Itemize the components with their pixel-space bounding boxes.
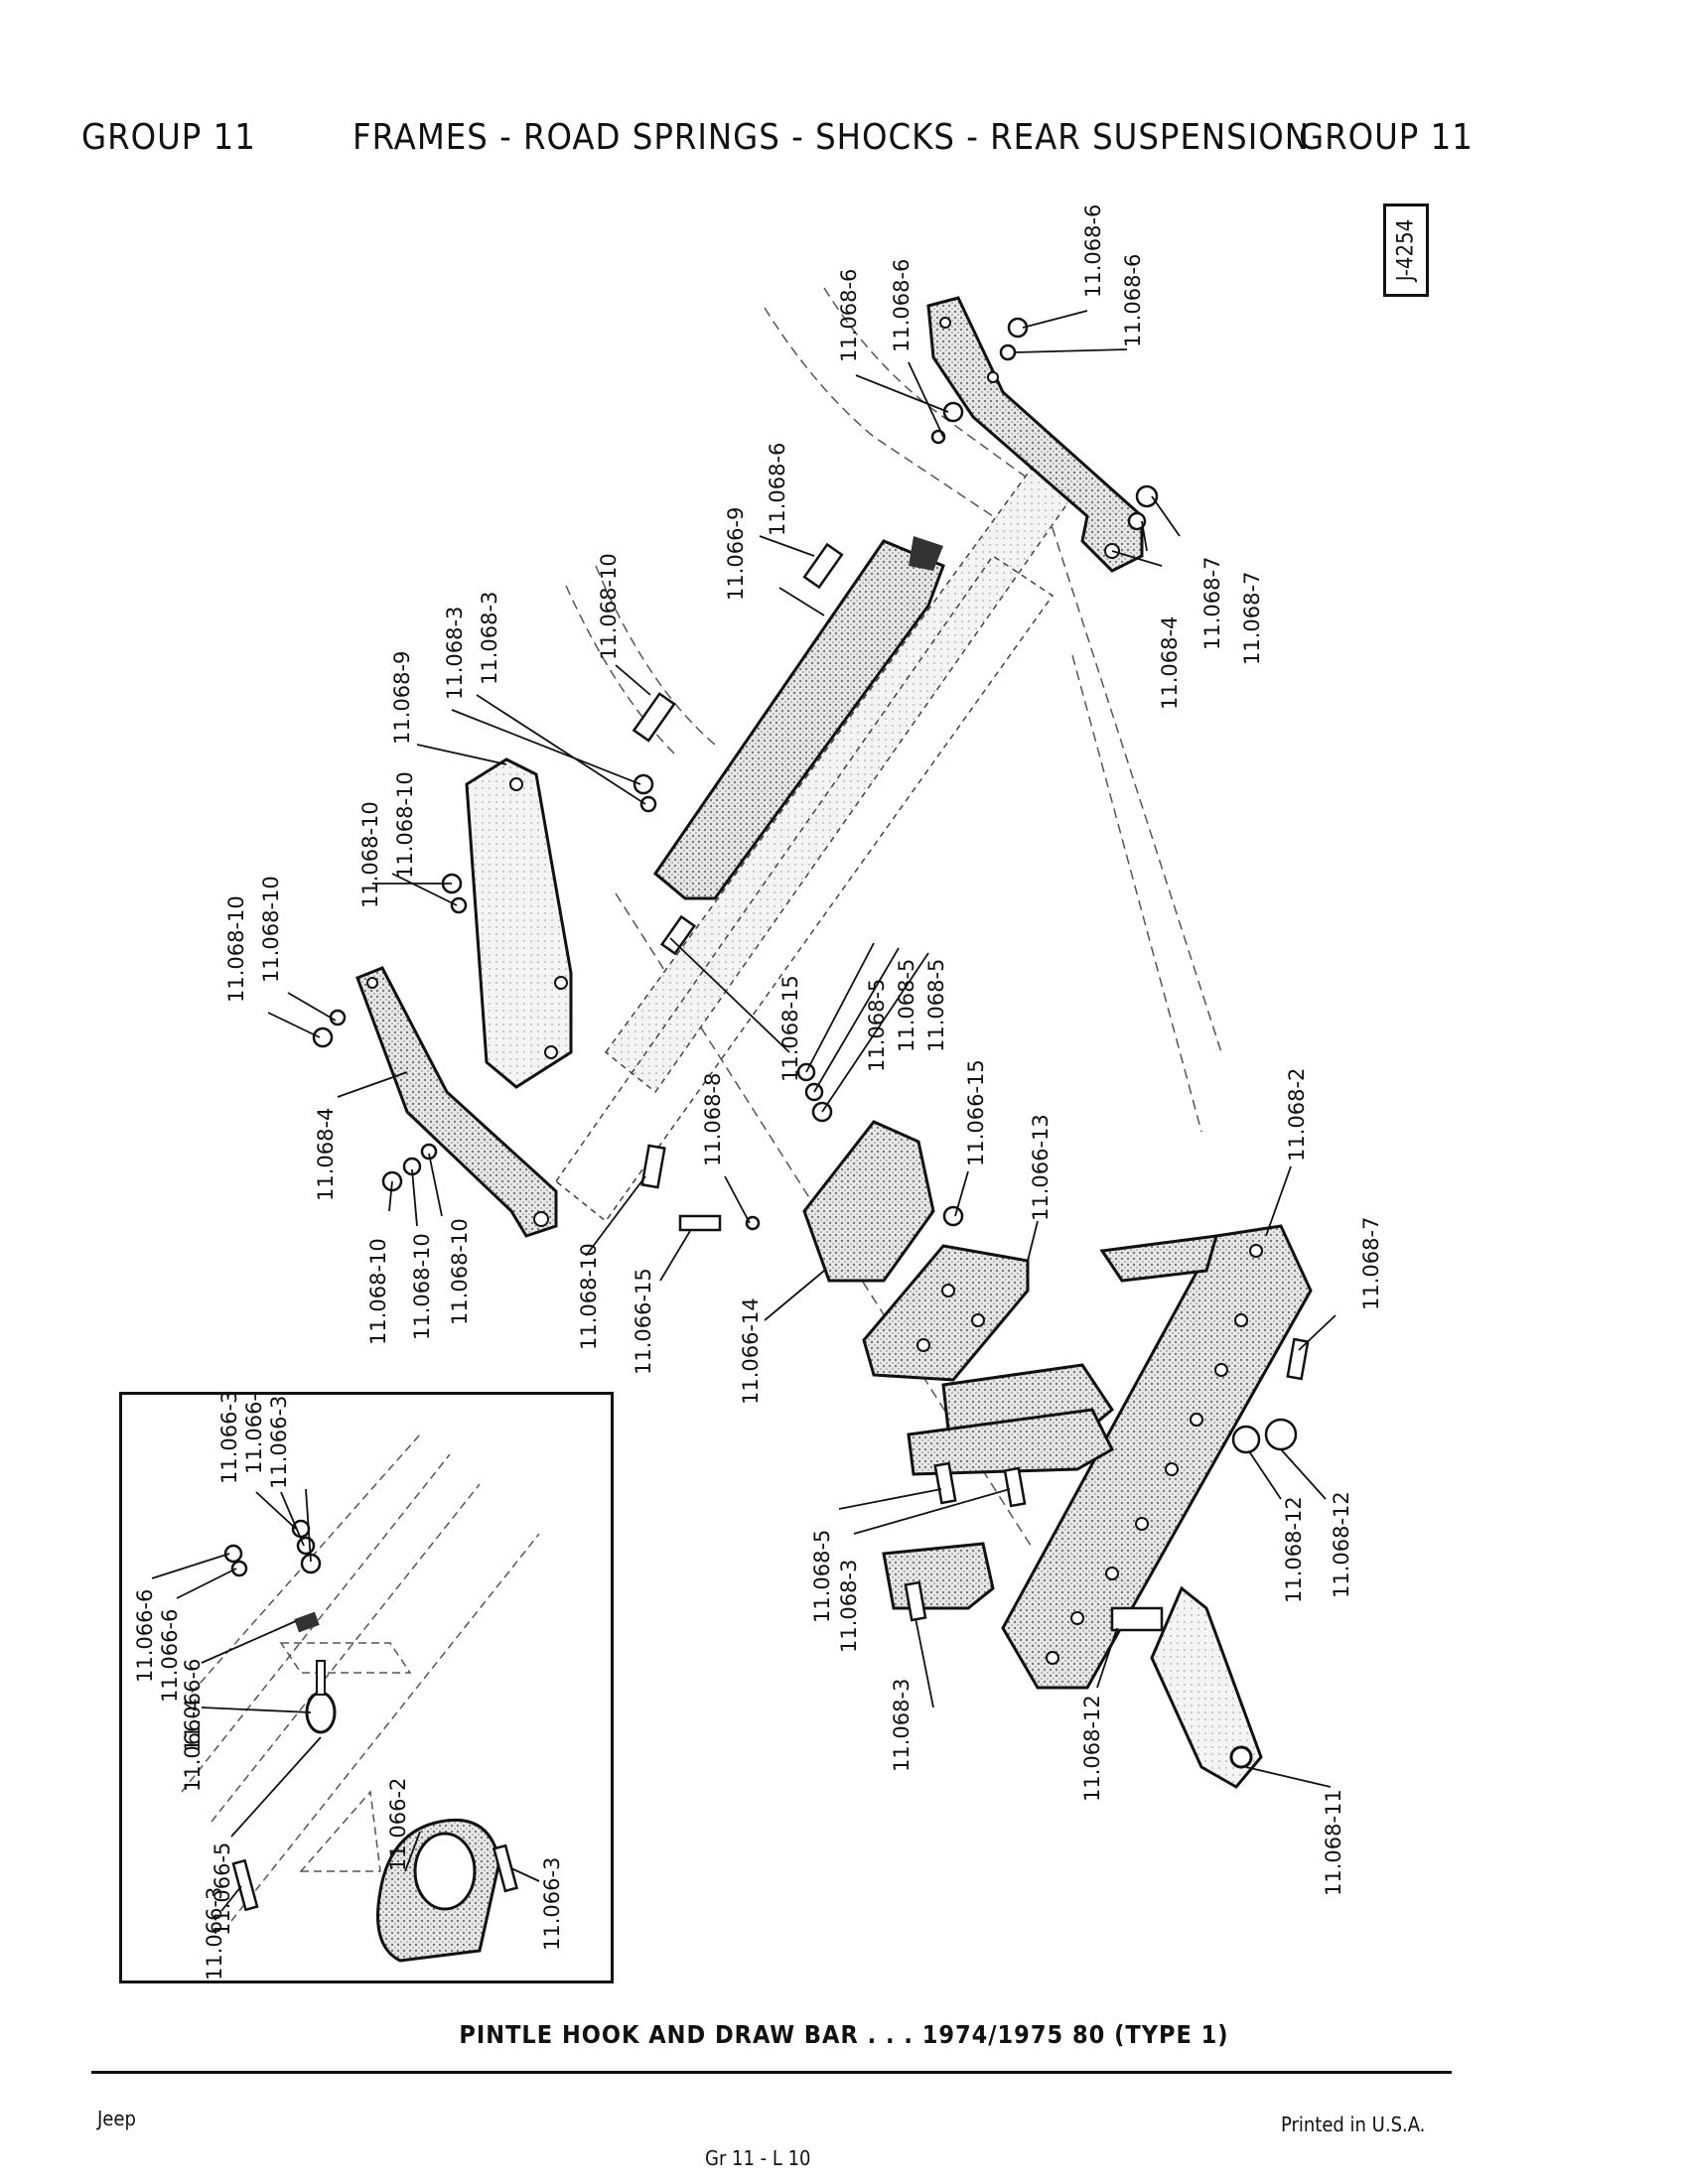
part-label: 11.066-9 [724,507,748,601]
section-title: FRAMES - ROAD SPRINGS - SHOCKS - REAR SU… [352,117,1310,158]
part-label: 11.068-2 [1285,1068,1309,1161]
part-label: 11.068-7 [1359,1217,1383,1310]
part-label: 11.066-2 [386,1778,410,1871]
part-label: 11.068-7 [1200,557,1224,650]
part-label: 11.068-7 [1240,572,1264,665]
part-label: 11.068-3 [890,1679,914,1772]
part-label: 11.068-6 [890,259,914,352]
part-label: 11.066-3 [203,1887,226,1980]
part-label: 11.068-10 [448,1218,472,1325]
part-label: 11.068-6 [837,269,861,362]
part-label: 11.068-10 [358,801,382,908]
part-label: 11.066-15 [964,1059,988,1166]
plate-11068-11 [1150,1585,1263,1789]
part-label: 11.066-5 [211,1843,234,1936]
inset-part-labels: 11.066-3 11.066-3 11.066-3 11.066-6 11.0… [133,1381,564,1980]
part-label: 11.068-12 [1282,1496,1306,1603]
part-label: 11.068-6 [1081,205,1105,298]
part-label: 11.068-3 [837,1560,861,1653]
part-label: 11.068-10 [577,1243,601,1350]
part-label: 11.066-6 [181,1659,205,1752]
mounting-plate-11068-9 [465,757,573,1089]
leader-lines [267,310,1336,1788]
part-label: 11.068-11 [1322,1789,1345,1896]
part-label: 11.068-6 [1121,254,1145,347]
footer-printed: Printed in U.S.A. [1281,2113,1426,2136]
part-label: 11.068-3 [443,607,467,700]
part-label: 11.068-5 [895,959,918,1052]
part-label: 11.068-10 [366,1238,390,1345]
bracket-11066-14 [802,1120,935,1283]
footer-page-ref: Gr 11 - L 10 [705,2146,811,2170]
part-label: 11.066-15 [632,1268,655,1375]
part-label: 11.066-4 [181,1699,205,1792]
part-label: 11.066-3 [267,1396,291,1489]
part-label: 11.068-3 [478,592,501,685]
frame-side-member [554,465,1074,1223]
draw-bar-11068-2 [882,1224,1313,1690]
part-label: 11.068-10 [259,876,283,983]
part-label: 11.068-6 [766,443,789,536]
part-label: 11.066-3 [540,1857,564,1951]
inset-diagram: 11.066-3 11.066-3 11.066-3 11.066-6 11.0… [133,1381,564,1980]
part-label: 11.066-14 [739,1297,763,1405]
part-label: 11.068-5 [924,959,948,1052]
part-label: 11.068-10 [393,771,417,879]
part-label: 11.066-3 [217,1395,241,1484]
footer-divider [91,2071,1452,2074]
part-label: 11.066-6 [133,1589,157,1683]
part-label: 11.068-12 [1330,1491,1353,1598]
reinforcement-11066-9 [652,536,945,900]
part-label: 11.068-12 [1080,1695,1104,1802]
part-label: 11.068-5 [865,979,889,1072]
group-header-right: GROUP 11 [1299,117,1474,158]
eye-bolt [294,1611,337,1734]
figure-tag: J-4254 [1383,204,1429,297]
part-label: 11.068-9 [390,651,414,745]
figure-caption: PINTLE HOOK AND DRAW BAR . . . 1974/1975… [459,2020,1229,2049]
part-label: 11.066-3 [242,1395,266,1474]
pintle-hook-inset: 11.066-3 11.066-3 11.066-3 11.066-6 11.0… [119,1381,614,1983]
group-header-left: GROUP 11 [81,117,256,158]
part-label: 11.068-10 [597,553,621,660]
part-label: 11.068-4 [314,1108,338,1201]
part-label: 11.068-10 [224,895,248,1003]
plate-11066-13 [862,1244,1030,1382]
part-label: 11.068-15 [778,975,802,1082]
part-label: 11.068-4 [1158,616,1182,710]
footer-brand: Jeep [97,2107,136,2130]
bracket-11068-4-left [355,966,558,1238]
part-label: 11.068-10 [410,1233,434,1340]
part-label: 11.066-13 [1029,1114,1053,1221]
pintle-hook [376,1818,501,1963]
part-label: 11.066-6 [158,1609,182,1703]
part-label: 11.068-8 [701,1073,725,1166]
bracket-11068-4-right [926,296,1144,573]
part-label: 11.068-5 [810,1530,834,1623]
part-labels: 11.068-6 11.068-6 11.068-6 11.068-6 11.0… [224,205,1383,1896]
